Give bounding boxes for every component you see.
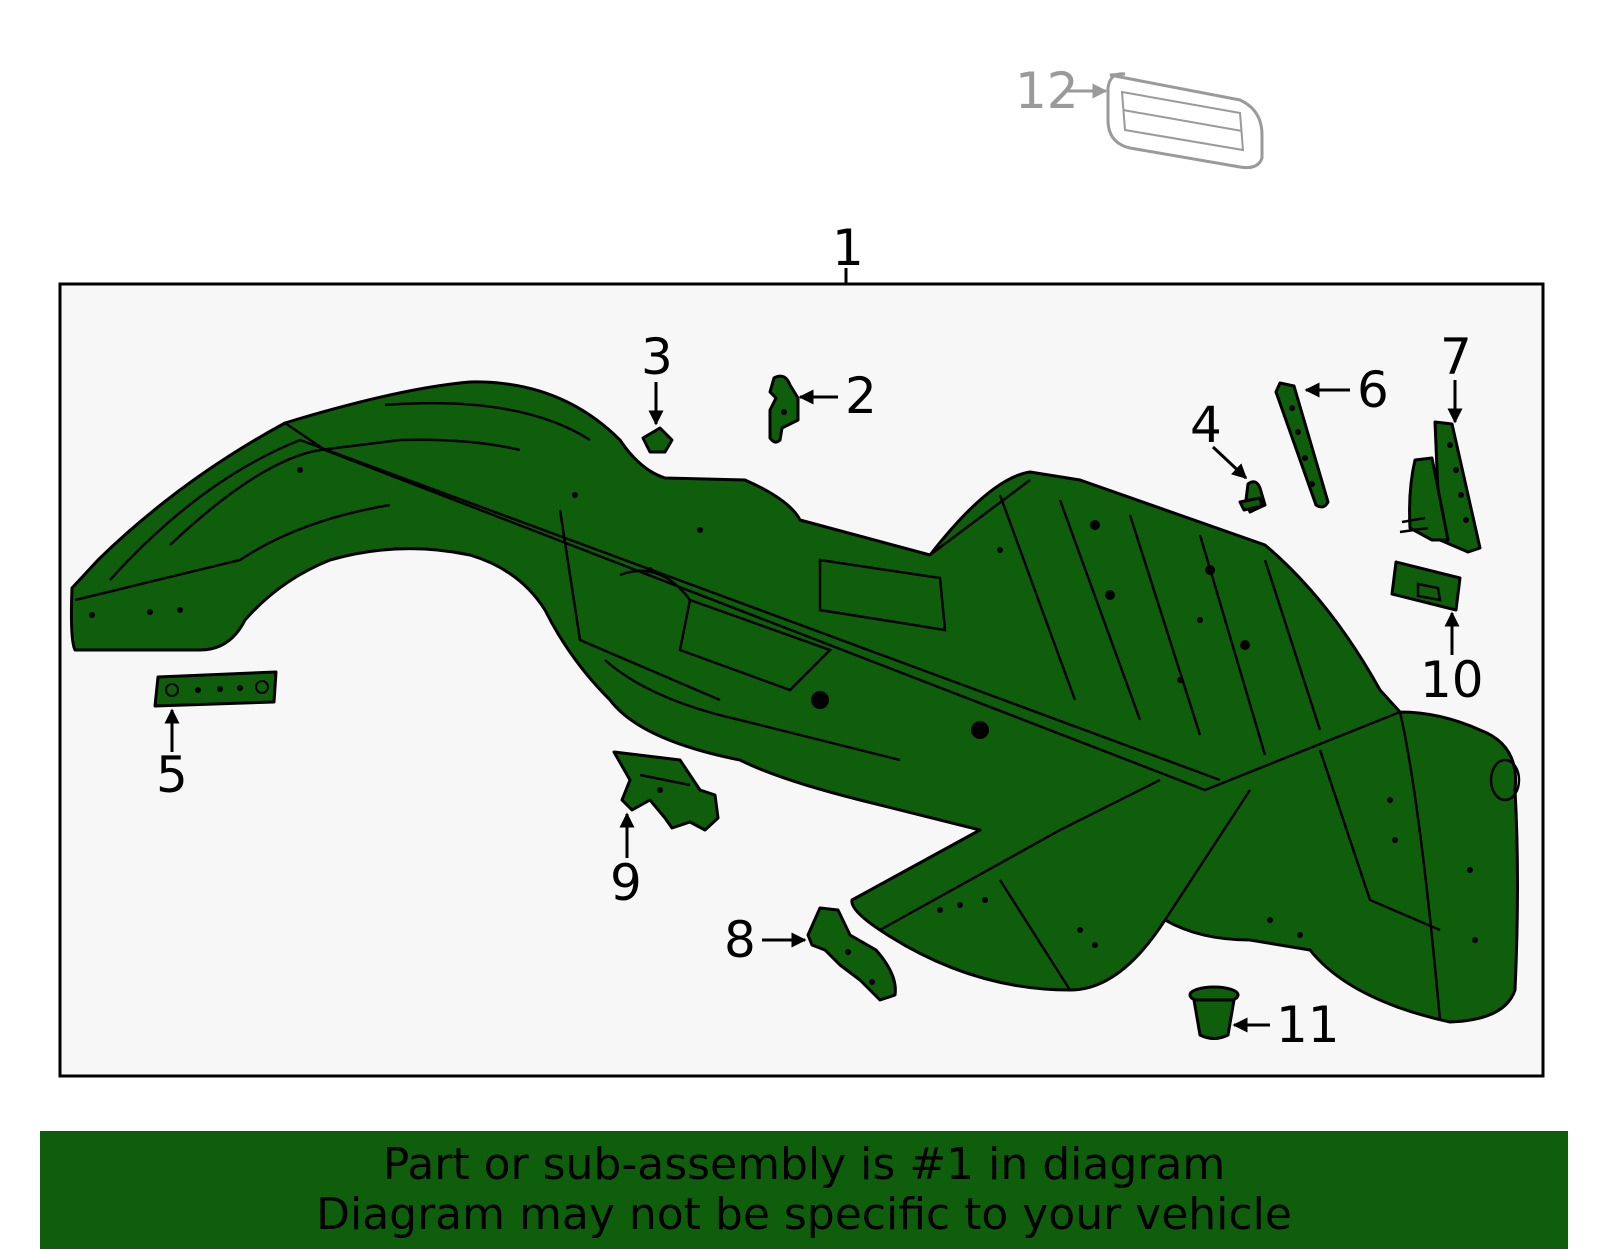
callout-10: 10 (1420, 651, 1484, 709)
callout-3: 3 (641, 328, 673, 386)
callout-8: 8 (724, 911, 756, 969)
callout-2: 2 (845, 367, 877, 425)
part-4-clip[interactable] (1238, 480, 1267, 514)
part-6-brace[interactable] (1274, 381, 1330, 509)
part-1-body-assembly[interactable] (69, 380, 1521, 1024)
part-2-bracket[interactable] (768, 374, 800, 444)
part-11-grommet[interactable] (1188, 985, 1240, 1040)
callout-6: 6 (1357, 361, 1389, 419)
callout-1: 1 (832, 219, 864, 277)
part-10-mount-block[interactable] (1390, 560, 1462, 612)
callout-12: 12 (1015, 62, 1079, 120)
part-5-reinforcement-plate[interactable] (153, 670, 278, 708)
notice-line-1: Part or sub-assembly is #1 in diagram (382, 1139, 1226, 1190)
notice-line-2: Diagram may not be specific to your vehi… (316, 1189, 1292, 1240)
callout-7: 7 (1440, 328, 1472, 386)
part-12-vent-grille[interactable] (1106, 72, 1264, 170)
notice-banner: Part or sub-assembly is #1 in diagram Di… (40, 1131, 1568, 1249)
part-9-hinge-bracket[interactable] (612, 750, 720, 832)
part-8-hinge-bracket[interactable] (806, 906, 897, 1002)
callout-11: 11 (1276, 996, 1340, 1054)
callout-5: 5 (156, 746, 188, 804)
part-3-plug[interactable] (641, 426, 674, 454)
callout-4: 4 (1190, 396, 1222, 454)
callout-9: 9 (610, 854, 642, 912)
part-7-bracket-assembly[interactable] (1399, 420, 1482, 554)
parts-diagram: 12 1 (58, 62, 1545, 1078)
